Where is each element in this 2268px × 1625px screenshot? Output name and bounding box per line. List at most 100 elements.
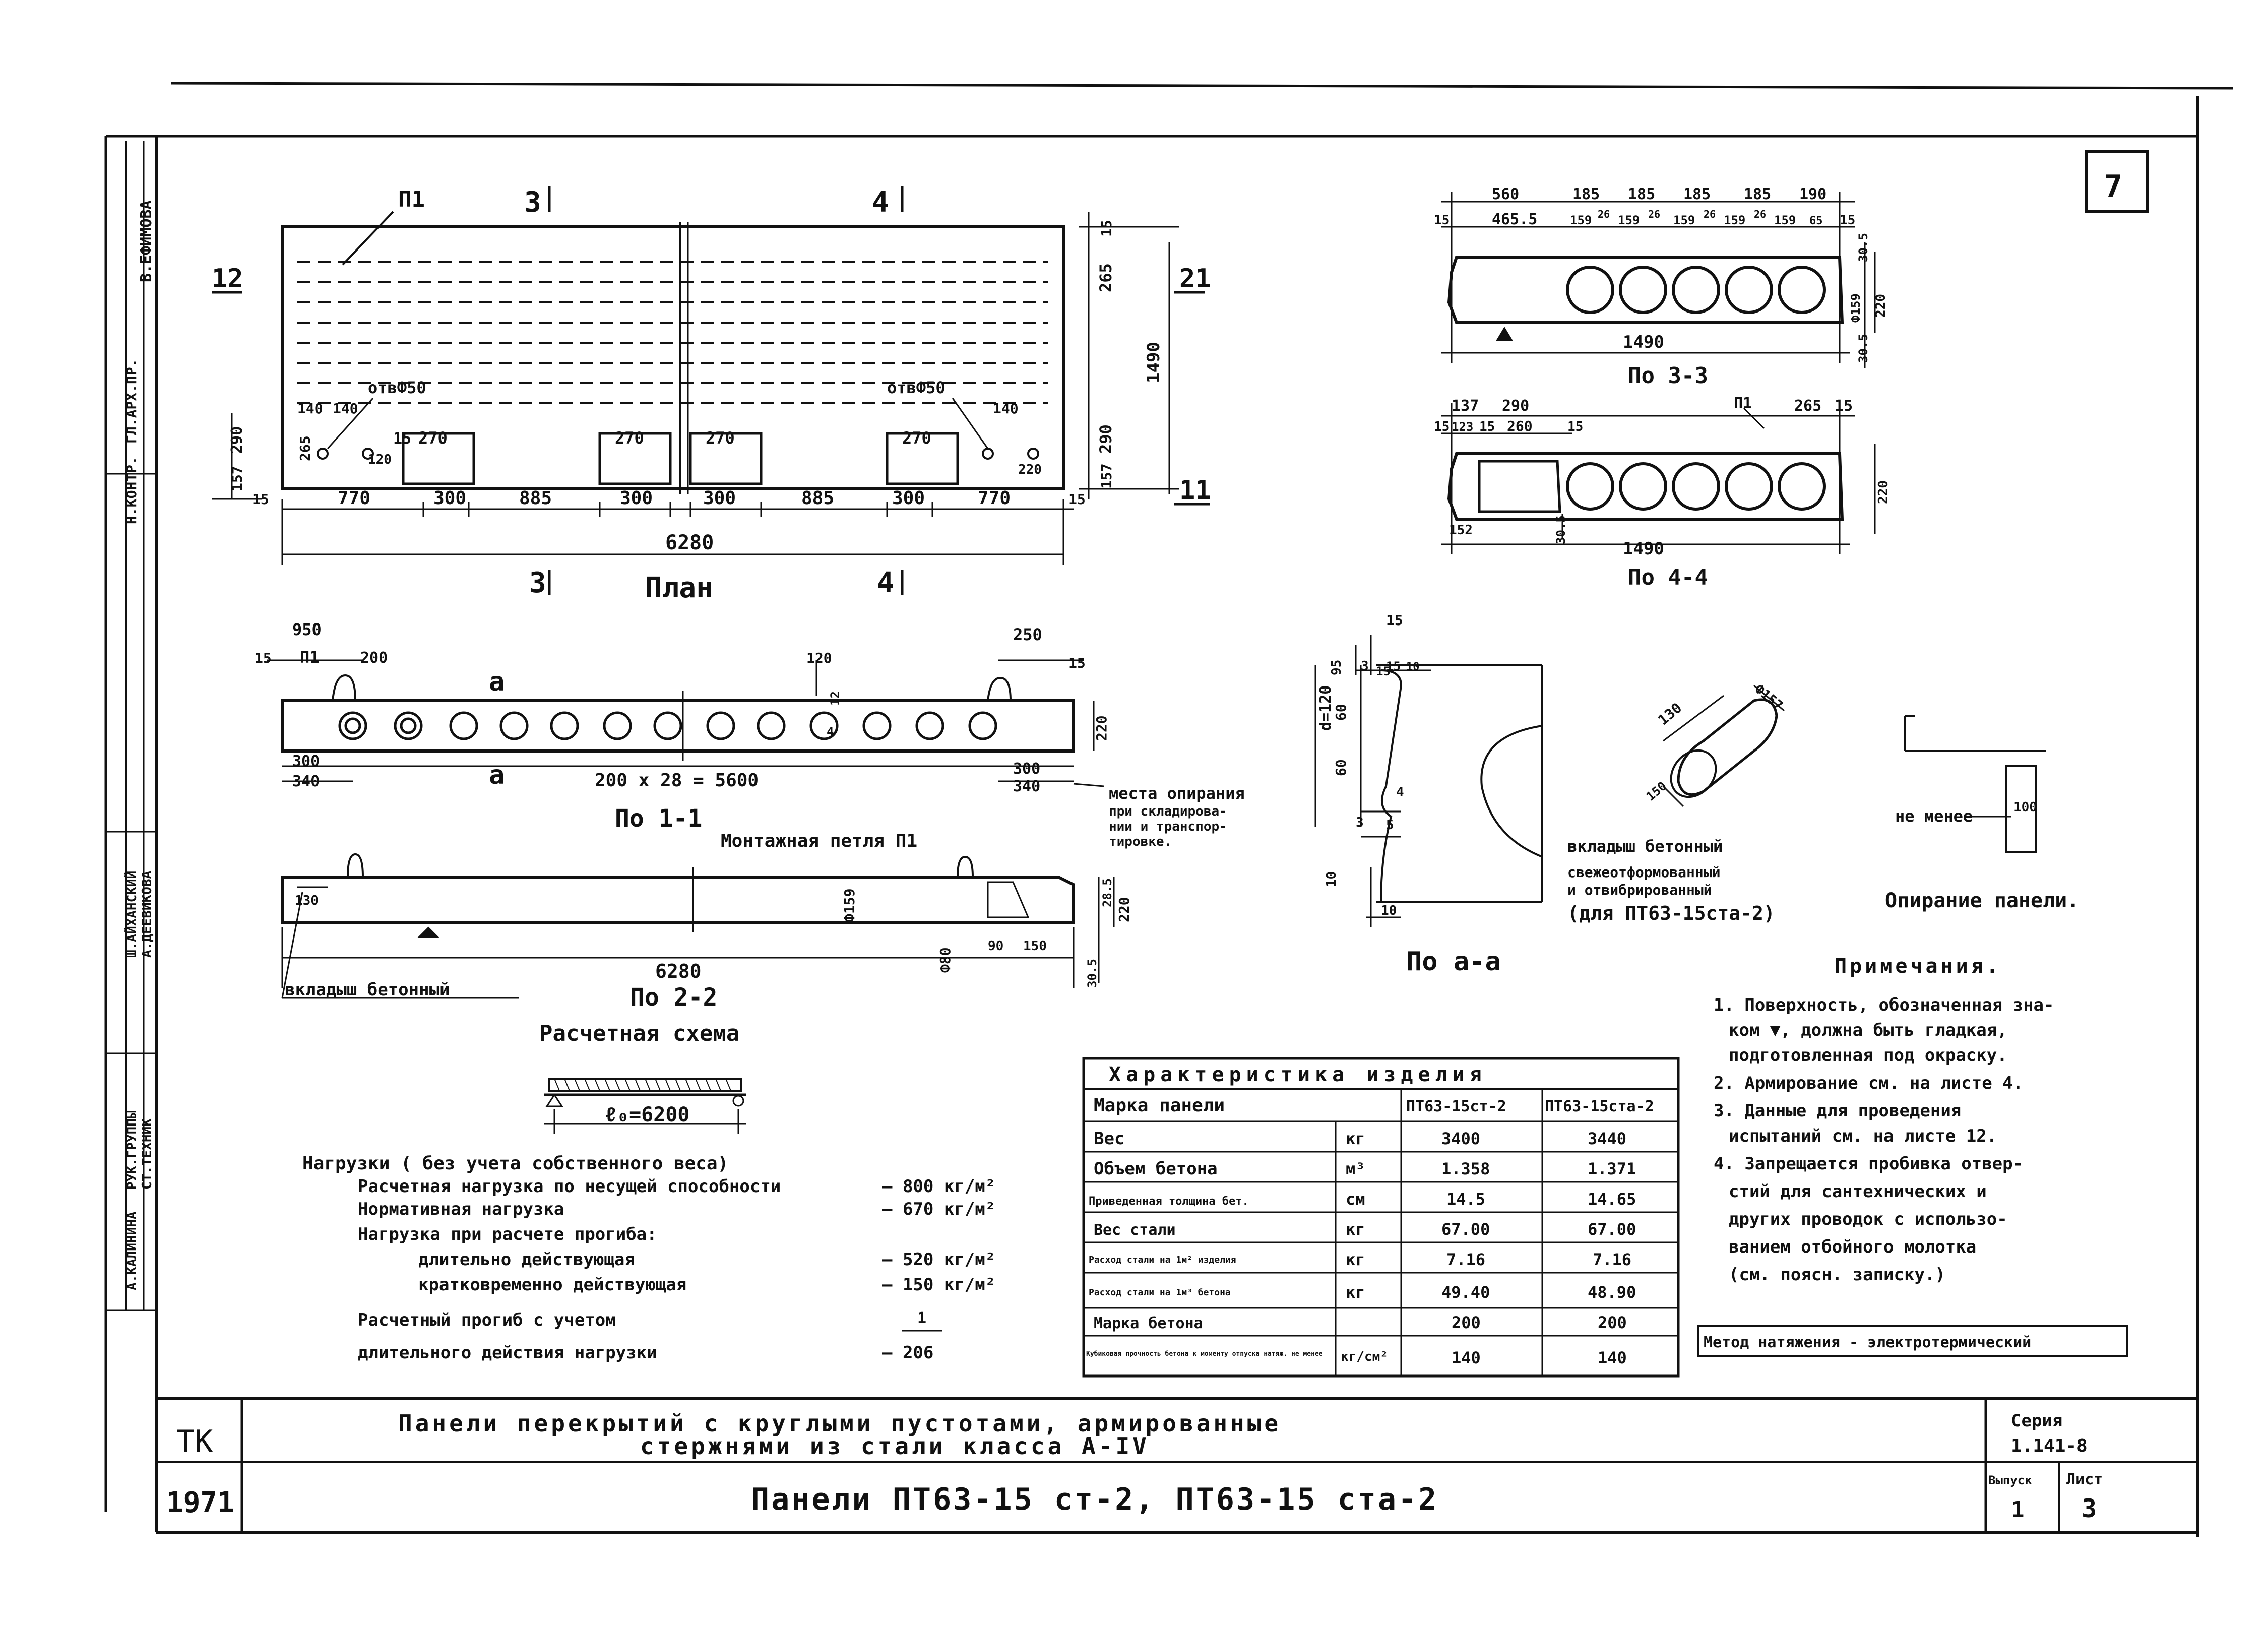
scheme-row-6-value: – 206 xyxy=(882,1343,933,1363)
table-r7-c0: Кубиковая прочность бетона к моменту отп… xyxy=(1086,1350,1323,1358)
plan-view xyxy=(212,186,1210,595)
s33-r1: Ф159 xyxy=(1849,293,1863,323)
method-box xyxy=(1697,1325,2128,1357)
section-33 xyxy=(1441,192,1876,368)
plan-sec11: 11 xyxy=(1179,475,1211,506)
scheme-row-4-value: – 150 кг/м² xyxy=(882,1275,995,1295)
table-r7-c2: 140 xyxy=(1452,1348,1481,1367)
plan-dim-b2: 300 xyxy=(433,488,466,509)
table-header-0: Марка панели xyxy=(1094,1095,1225,1116)
s22-len: 6280 xyxy=(655,960,702,982)
plan-dim-right-1490: 1490 xyxy=(1144,342,1164,383)
insert-view xyxy=(1662,684,1785,807)
note-4-1: стий для сантехнических и xyxy=(1729,1181,1987,1202)
stamp-n-kontr: Н.КОНТР. xyxy=(123,456,140,524)
insert-dim-130: 130 xyxy=(1655,700,1685,729)
tb-title-3: Панели ПТ63-15 ст-2, ПТ63-15 ста-2 xyxy=(751,1482,1438,1517)
aa-title: По а-а xyxy=(1406,947,1501,977)
s33-top-1: 185 xyxy=(1572,185,1600,203)
table-r0-c3: 3440 xyxy=(1588,1129,1626,1148)
s33-top-2: 185 xyxy=(1628,185,1655,203)
s22-loop-note: Монтажная петля П1 xyxy=(721,831,917,851)
stamp-gl-arh: ГЛ.АРХ.ПР. xyxy=(123,358,140,444)
s33-mid-10: 159 xyxy=(1774,213,1796,227)
s22-dim-130: 130 xyxy=(295,893,319,908)
tb-year: 1971 xyxy=(166,1486,234,1519)
plan-dim-b7: 300 xyxy=(892,488,925,509)
table-r7-c3: 140 xyxy=(1598,1348,1627,1367)
s44-mid-4: 15 xyxy=(1567,419,1583,434)
insert-note-3: (для ПТ63-15ста-2) xyxy=(1567,902,1775,924)
plan-dim-b8: 770 xyxy=(978,488,1011,509)
s33-mid-5: 26 xyxy=(1648,208,1660,220)
scheme-span: ℓ₀=6200 xyxy=(605,1103,690,1127)
plan-dim-b3: 885 xyxy=(519,488,552,509)
s11-dim-12: 12 xyxy=(828,691,842,706)
s11-a-top: a xyxy=(489,667,505,697)
s11-dim-right-340: 340 xyxy=(1013,778,1040,795)
table-r5-c0: Расход стали на 1м³ бетона xyxy=(1089,1287,1231,1298)
aa-dim-3a: 3 xyxy=(1361,659,1369,674)
scheme-row-1-label: Нормативная нагрузка xyxy=(358,1199,564,1219)
s33-r3: 30.5 xyxy=(1856,334,1870,363)
aa-dim-15c: 15 xyxy=(1386,659,1401,673)
aa-dim-10a: 10 xyxy=(1406,661,1420,673)
stamp-ayhanskiy: Ш.АЙХАНСКИЙ xyxy=(123,871,140,958)
plan-dim-left-140a: 140 xyxy=(297,400,323,417)
s44-side-220: 220 xyxy=(1876,480,1891,504)
scheme-row-2-label: Нагрузка при расчете прогиба: xyxy=(358,1224,657,1244)
s11-p1: П1 xyxy=(300,648,320,667)
table-r4-c0: Расход стали на 1м² изделия xyxy=(1089,1255,1236,1265)
plan-dim-b6: 885 xyxy=(801,488,834,509)
support-dim: 100 xyxy=(2013,800,2037,815)
note-3-1: испытаний см. на листе 12. xyxy=(1729,1126,1997,1146)
s22-dim-90: 90 xyxy=(988,939,1003,954)
plan-sec4-top: 4 xyxy=(872,186,889,219)
aa-dim-60b: 60 xyxy=(1333,759,1349,776)
plan-dim-right-290: 290 xyxy=(1096,424,1115,454)
s11-dim-15: 15 xyxy=(255,650,272,666)
note-4-4: (см. поясн. записку.) xyxy=(1729,1265,1945,1285)
insert-dim-f157: Ф157 xyxy=(1752,681,1786,713)
aa-dim-4: 4 xyxy=(1396,785,1404,800)
aa-dim-10b: 10 xyxy=(1324,871,1339,887)
insert-note-2: и отвибрированный xyxy=(1567,882,1712,898)
plan-hole-left: отвФ50 xyxy=(368,378,426,397)
table-r1-c2: 1.358 xyxy=(1441,1159,1490,1178)
s11-dim-left-300: 300 xyxy=(292,753,320,770)
s11-dim-4: 4 xyxy=(827,725,834,739)
table-r4-c3: 7.16 xyxy=(1593,1250,1631,1269)
scheme-row-6-label: длительного действия нагрузки xyxy=(358,1343,657,1363)
plan-window-side: 15 xyxy=(393,430,411,448)
scheme-row-3-value: – 520 кг/м² xyxy=(882,1249,995,1270)
plan-window-4: 270 xyxy=(902,428,931,448)
table-r0-c0: Вес xyxy=(1094,1129,1124,1149)
note-1-1: ком ▼, должна быть гладкая, xyxy=(1729,1020,2007,1040)
s33-mid-0: 15 xyxy=(1434,213,1450,228)
note-1-0: 1. Поверхность, обозначенная зна- xyxy=(1714,995,2054,1015)
plan-dim-right-265: 265 xyxy=(1096,263,1115,292)
stamp-ruk-gruppy: РУК.ГРУППЫ xyxy=(124,1110,140,1190)
note-3-0: 3. Данные для проведения xyxy=(1714,1101,1961,1121)
table-r7-c1: кг/см² xyxy=(1341,1349,1388,1364)
s33-top-4: 185 xyxy=(1744,185,1771,203)
tb-sheet-label: Лист xyxy=(2066,1471,2103,1488)
s44-top-1: 290 xyxy=(1502,397,1529,415)
s44-top-0: 137 xyxy=(1452,397,1479,415)
stamp-deevikova: А.ДЕЕВИКОВА xyxy=(140,870,155,958)
s44-mid-3: 260 xyxy=(1507,418,1533,434)
plan-dim-left-157: 157 xyxy=(229,466,245,491)
scheme-row-0-value: – 800 кг/м² xyxy=(882,1176,995,1197)
plan-window-1: 270 xyxy=(418,428,448,448)
plan-dim-b4: 300 xyxy=(620,488,653,509)
tb-issue-label: Выпуск xyxy=(1988,1473,2032,1487)
table-title: Характеристика изделия xyxy=(1109,1063,1487,1086)
support-min: не менее xyxy=(1895,806,1973,826)
tb-title-1: Панели перекрытий с круглыми пустотами, … xyxy=(398,1410,1281,1437)
note-4-2: других проводок с использо- xyxy=(1729,1209,2007,1229)
s11-dim-left-340: 340 xyxy=(292,773,320,790)
s11-dim-right-220: 220 xyxy=(1093,715,1110,741)
s33-r2: 220 xyxy=(1873,294,1888,318)
note-4-3: ванием отбойного молотка xyxy=(1729,1237,1976,1257)
plan-dim-right-140a: 140 xyxy=(993,400,1019,417)
